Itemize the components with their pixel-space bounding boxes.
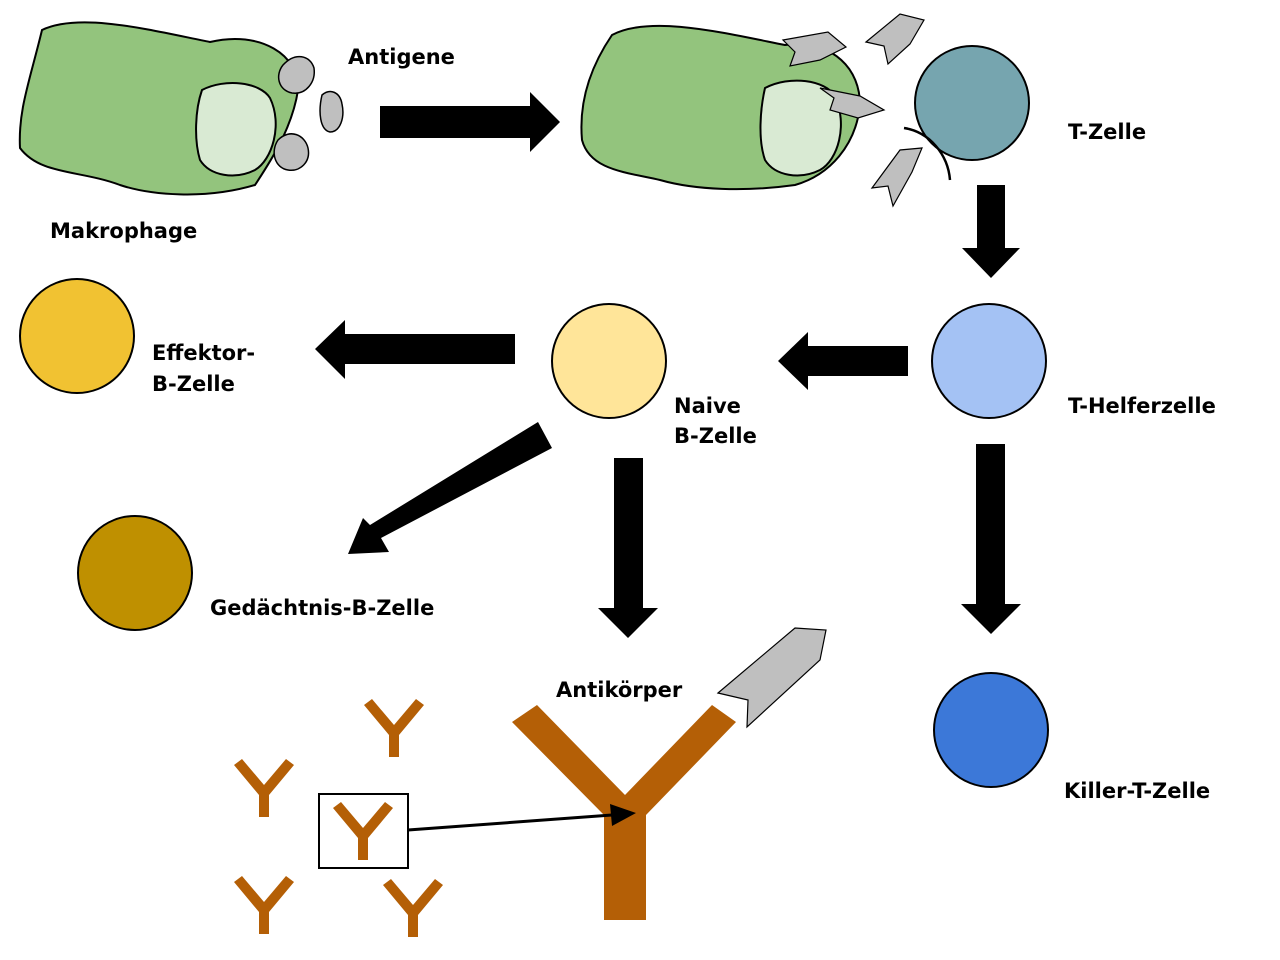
label-effector-b-line2: B-Zelle — [152, 372, 235, 396]
macrophage-initial — [18, 21, 344, 196]
antibody-small — [234, 759, 294, 817]
arrow-naive-b-to-memory-b — [348, 422, 552, 554]
antibody-small — [383, 879, 443, 937]
memory-b-cell — [77, 515, 193, 631]
arrow-naive-b-to-antibody — [598, 458, 658, 638]
t-cell — [914, 45, 1030, 161]
arrow-t-helper-to-naive-b — [778, 332, 908, 390]
naive-b-cell — [551, 303, 667, 419]
antigen-arrow-2 — [864, 13, 925, 66]
macrophage-presenting — [580, 13, 925, 208]
t-helper-cell — [931, 303, 1047, 419]
antigen-arrow-large — [716, 627, 827, 729]
label-antibody: Antikörper — [556, 678, 683, 702]
antibody-small-zoomed — [333, 802, 393, 860]
arrow-t-helper-to-killer-t — [961, 444, 1021, 634]
antigen-blob-2 — [319, 90, 344, 133]
t-cell-receptor — [903, 126, 952, 181]
antigen-blob-1 — [277, 56, 315, 94]
label-killer-t: Killer-T-Zelle — [1064, 779, 1210, 803]
antibody-small — [364, 699, 424, 757]
killer-t-cell — [933, 672, 1049, 788]
label-t-cell: T-Zelle — [1068, 120, 1146, 144]
antibody-small — [234, 876, 294, 934]
label-t-helper: T-Helferzelle — [1068, 394, 1216, 418]
arrow-macrophage-to-presenting — [380, 92, 560, 152]
label-naive-b-line1: Naive — [674, 394, 741, 418]
label-antigens: Antigene — [348, 45, 455, 69]
antigen-blob-3 — [273, 133, 310, 171]
zoom-pointer-arrowhead — [610, 804, 636, 826]
macrophage-nucleus — [195, 82, 277, 177]
effector-b-cell — [19, 278, 135, 394]
arrow-t-cell-to-t-helper — [962, 185, 1020, 278]
label-macrophage: Makrophage — [50, 219, 197, 243]
label-effector-b-line1: Effektor- — [152, 341, 255, 365]
label-naive-b-line2: B-Zelle — [674, 424, 757, 448]
macrophage-nucleus — [759, 79, 842, 177]
antigen-arrow-1 — [781, 31, 848, 67]
arrow-naive-b-to-effector-b — [315, 320, 515, 379]
label-memory-b: Gedächtnis-B-Zelle — [210, 596, 434, 620]
antigen-arrow-4 — [870, 147, 923, 208]
antigen-arrow-3 — [819, 87, 886, 119]
zoom-pointer-line — [407, 813, 613, 832]
